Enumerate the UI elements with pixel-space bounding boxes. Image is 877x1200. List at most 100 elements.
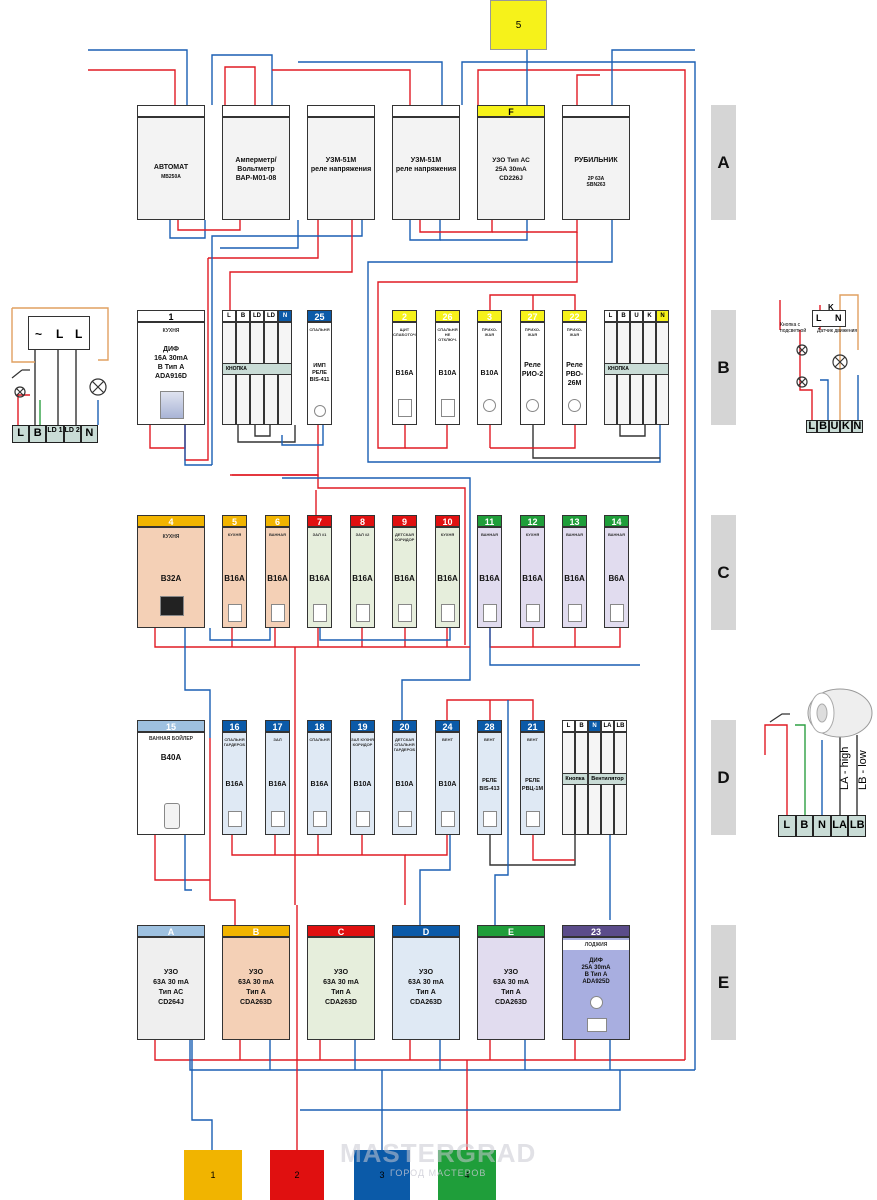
row-b-breaker-header-4: 22 (562, 310, 587, 322)
lamp-icon (568, 399, 581, 412)
row-c-breaker-7: ВАННАЯ B16A (477, 527, 502, 628)
blockB2-term-0: L (604, 310, 617, 322)
row-d-header-6: 28 (477, 720, 502, 732)
row-c-room-5: ДЕТСКАЯ КОРИДОР (394, 532, 415, 542)
la-label: LA - high (839, 747, 851, 790)
row-c-rating-8: B16A (522, 574, 543, 583)
row-c-room-7: ВАННАЯ (480, 532, 499, 537)
row-e-module-1: УЗО 63А 30 mA Тип А CDA263D (222, 937, 290, 1040)
appliance-icon (228, 811, 242, 827)
row-a-text-1: Амперметр/ Вольтметр ВАР-М01-08 (235, 157, 277, 182)
row-a-header-3 (392, 105, 460, 117)
appliance-icon (483, 604, 497, 622)
row-e-text-2: УЗО 63А 30 mA Тип А CDA263D (323, 969, 359, 1006)
row-a-module-3: УЗМ-51М реле напряжения (392, 117, 460, 220)
row-a-header-2 (307, 105, 375, 117)
row-c-room-1: КУХНЯ (227, 532, 242, 537)
lb-label: LB - low (857, 750, 869, 790)
row-a-text-0: АВТОМАТ (153, 164, 189, 171)
appliance-icon (568, 604, 582, 622)
left-box-term-l1: L (56, 327, 64, 341)
row-c-rating-6: B16A (437, 574, 458, 583)
appliance-icon (398, 811, 412, 827)
imp-25-room: СПАЛЬНЯ (309, 327, 330, 332)
row-c-rating-5: B16A (394, 574, 415, 583)
row-b-breaker-room-2: ПРИХО-ЖАЯ (481, 327, 498, 337)
row-c-rating-4: B16A (352, 574, 373, 583)
row-b-breaker-0: ЩИТ СЛАБОТОЧ.B16A (392, 322, 417, 425)
row-a-module-0: АВТОМАТ MB250A (137, 117, 205, 220)
row-b-breaker-header-2: 3 (477, 310, 502, 322)
appliance-icon (526, 604, 540, 622)
row-e-header-2: C (307, 925, 375, 937)
rightTermsD-2: N (813, 815, 831, 837)
input-4: 4 (438, 1150, 496, 1200)
rightTermsD-0: L (778, 815, 796, 837)
row-label-c: C (711, 515, 736, 630)
row-a-sub-0: MB250A (161, 174, 181, 180)
left-box-term-ac: ~ (35, 327, 43, 341)
row-d-header-2: 18 (307, 720, 332, 732)
row-d-room-3: ЗАЛ КУХНЯ КОРИДОР (351, 737, 374, 747)
blockD-term-4: LB (614, 720, 627, 732)
input-5-label: 5 (515, 20, 522, 31)
row-label-e: E (711, 925, 736, 1040)
row-d-header-0: 16 (222, 720, 247, 732)
row-d-room-6: ВЕНТ (484, 737, 495, 742)
blockB2-label: КНОПКА (604, 363, 669, 375)
socket-icon (587, 1018, 607, 1032)
row-c-rating-9: B16A (564, 574, 585, 583)
dif-1-module: КУХНЯ ДИФ 16А 30mA В Тип А ADA916D (137, 322, 205, 425)
row-c-breaker-5: ДЕТСКАЯ КОРИДОР B16A (392, 527, 417, 628)
row-a-text-2: УЗМ-51М реле напряжения (310, 157, 372, 173)
rightTermsD-4: LB (848, 815, 866, 837)
row-d-breaker-3: ЗАЛ КУХНЯ КОРИДОР B10A (350, 732, 375, 835)
appliance-icon (356, 811, 370, 827)
fan-icon (807, 688, 873, 738)
leftTerms-2: LD 1 (46, 425, 64, 443)
row-d-rating-0: B16A (225, 781, 244, 788)
row-b-breaker-header-0: 2 (392, 310, 417, 322)
row-c-rating-7: B16A (479, 574, 500, 583)
dif-1-text: ДИФ 16А 30mA В Тип А ADA916D (154, 346, 188, 380)
imp-25-text: ИМП РЕЛЕ BIS-411 (309, 363, 330, 383)
fridge-icon (160, 391, 184, 419)
row-label-b: B (711, 310, 736, 425)
row-b-breaker-header-1: 26 (435, 310, 460, 322)
row-b-breaker-header-3: 27 (520, 310, 545, 322)
appliance-icon (160, 596, 184, 616)
row-d-rating-6: РЕЛЕ BIS-413 (479, 778, 500, 792)
row-e-text-5: ДИФ 25А 30mA В Тип А ADA925D (581, 958, 611, 985)
row-d-header-1: 17 (265, 720, 290, 732)
lamp-icon (314, 405, 326, 417)
row-d-rating-3: B10A (353, 781, 372, 788)
blockD-term-1: B (575, 720, 588, 732)
blockB1-term-1: B (236, 310, 250, 322)
row-d-rating-7: РЕЛЕ РВЦ-1М (521, 778, 544, 792)
dif-1-header: 1 (137, 310, 205, 322)
row-e-module-0: УЗО 63А 30 mA Тип АС CD264J (137, 937, 205, 1040)
appliance-icon (483, 811, 497, 827)
row-a-module-1: Амперметр/ Вольтметр ВАР-М01-08 (222, 117, 290, 220)
boiler-15-room: ВАННАЯ БОЙЛЕР (148, 736, 194, 742)
row-d-header-4: 20 (392, 720, 417, 732)
appliance-icon (356, 604, 370, 622)
boiler-15-header: 15 (137, 720, 205, 732)
boiler-15-module: ВАННАЯ БОЙЛЕР B40A (137, 732, 205, 835)
right-detail-label-button: Кнопка с подсветкой (780, 322, 807, 334)
row-d-rating-2: B16A (310, 781, 329, 788)
row-e-module-4: УЗО 63А 30 mA Тип А CDA263D (477, 937, 545, 1040)
blockB2-term-4: N (656, 310, 669, 322)
leftTerms-1: B (29, 425, 47, 443)
appliance-icon (313, 811, 327, 827)
row-d-room-0: СПАЛЬНЯ ГАРДЕРОБ (223, 737, 246, 747)
row-b-breaker-1: СПАЛЬНЯ НЕ ОТКЛЮЧ.B10A (435, 322, 460, 425)
row-e-text-4: УЗО 63А 30 mA Тип А CDA263D (493, 969, 529, 1006)
input-5: 5 (490, 0, 547, 50)
row-e-header-4: E (477, 925, 545, 937)
